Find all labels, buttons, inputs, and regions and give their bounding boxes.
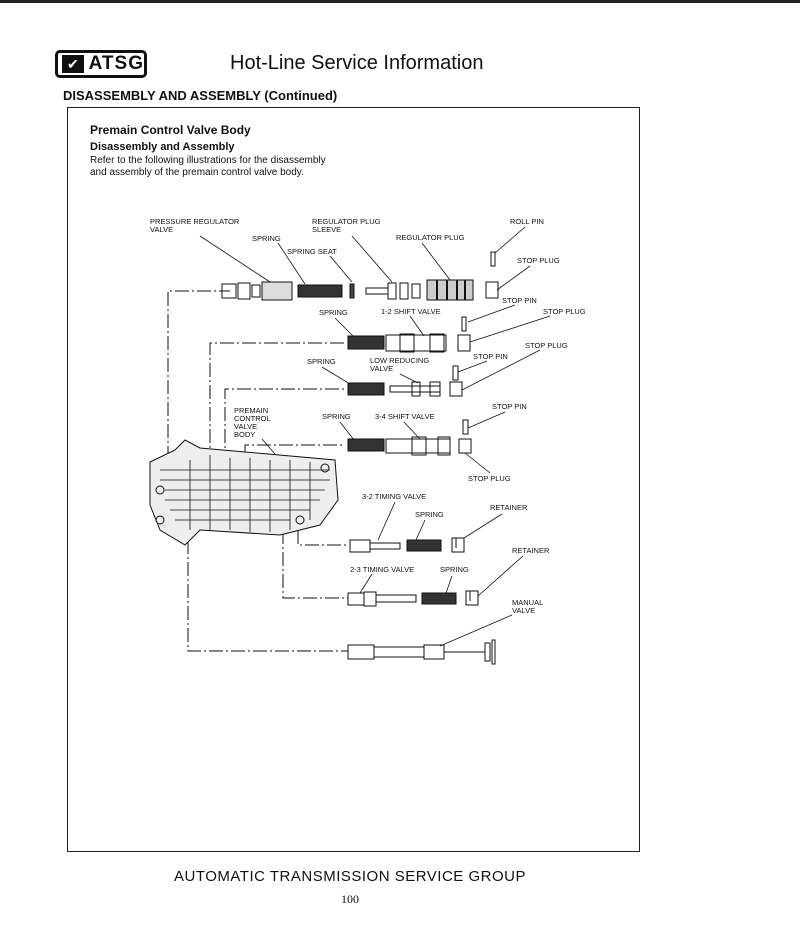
- label-premain-control-valve-body: BODY: [234, 430, 255, 439]
- timing-valve-2-3: [347, 591, 417, 607]
- spring: [297, 284, 343, 298]
- label-spring-seat: SPRING SEAT: [287, 247, 337, 256]
- label-spring: SPRING: [307, 357, 336, 366]
- low-reducing-valve: [389, 381, 441, 397]
- label-stop-pin: STOP PIN: [473, 352, 508, 361]
- regulator-plug: [426, 279, 474, 301]
- label-spring: SPRING: [415, 510, 444, 519]
- shift-valve-1-2: [385, 333, 447, 353]
- label-3-4-shift-valve: 3-4 SHIFT VALVE: [375, 412, 435, 421]
- spring-seat: [349, 283, 355, 299]
- label-manual-valve: VALVE: [512, 606, 535, 615]
- spring: [347, 335, 385, 350]
- manual-valve: [347, 639, 496, 665]
- checkmark-icon: ✔: [62, 55, 84, 73]
- roll-pin: [490, 251, 496, 267]
- label-premain-control-valve-body: VALVE: [234, 422, 257, 431]
- leader-lines: [167, 290, 348, 652]
- page-title: Hot-Line Service Information: [230, 52, 484, 74]
- spring: [421, 592, 457, 605]
- figure-box: [67, 107, 640, 852]
- label-stop-plug: STOP PLUG: [517, 256, 560, 265]
- label-stop-plug: STOP PLUG: [543, 307, 586, 316]
- pointer-lines: [199, 226, 551, 647]
- spring: [347, 382, 385, 396]
- figure-description: Refer to the following illustrations for…: [90, 155, 390, 179]
- description-line: and assembly of the premain control valv…: [90, 167, 304, 178]
- footer-org: AUTOMATIC TRANSMISSION SERVICE GROUP: [174, 868, 526, 885]
- label-3-2-timing-valve: 3-2 TIMING VALVE: [362, 492, 426, 501]
- stop-pin: [452, 365, 459, 381]
- shift-valve-3-4: [385, 436, 451, 456]
- retainer: [465, 590, 479, 606]
- label-spring: SPRING: [319, 308, 348, 317]
- stop-pin: [462, 419, 469, 435]
- label-stop-pin: STOP PIN: [502, 296, 537, 305]
- figure-heading: Premain Control Valve Body: [90, 123, 251, 137]
- label-premain-control-valve-body: CONTROL: [234, 414, 271, 423]
- label-spring: SPRING: [252, 234, 281, 243]
- spring: [347, 438, 385, 452]
- label-2-3-timing-valve: 2-3 TIMING VALVE: [350, 565, 414, 574]
- stop-plug: [457, 334, 471, 352]
- label-retainer: RETAINER: [512, 546, 550, 555]
- logo-text: ATSG: [88, 53, 144, 74]
- label-pressure-regulator-valve: PRESSURE REGULATOR: [150, 217, 240, 226]
- label-regulator-plug-sleeve: SLEEVE: [312, 225, 341, 234]
- label-pressure-regulator-valve: VALVE: [150, 225, 173, 234]
- label-regulator-plug: REGULATOR PLUG: [396, 233, 465, 242]
- label-low-reducing-valve: LOW REDUCING: [370, 356, 429, 365]
- section-heading: DISASSEMBLY AND ASSEMBLY (Continued): [63, 88, 338, 103]
- label-stop-pin: STOP PIN: [492, 402, 527, 411]
- label-regulator-plug-sleeve: REGULATOR PLUG: [312, 217, 381, 226]
- label-stop-plug: STOP PLUG: [468, 474, 511, 483]
- label-manual-valve: MANUAL: [512, 598, 543, 607]
- label-roll-pin: ROLL PIN: [510, 217, 544, 226]
- label-premain-control-valve-body: PREMAIN: [234, 406, 268, 415]
- pressure-regulator-valve: [221, 281, 293, 301]
- atsg-logo: ✔ATSG: [55, 50, 147, 78]
- label-1-2-shift-valve: 1-2 SHIFT VALVE: [381, 307, 441, 316]
- part-labels: PRESSURE REGULATOR VALVE SPRING REGULATO…: [150, 217, 586, 615]
- stop-plug: [458, 438, 472, 454]
- label-spring: SPRING: [322, 412, 351, 421]
- retainer: [451, 537, 465, 553]
- stop-plug: [485, 281, 499, 299]
- premain-valve-body: [149, 439, 339, 546]
- label-spring: SPRING: [440, 565, 469, 574]
- figure-subheading: Disassembly and Assembly: [90, 141, 235, 153]
- label-retainer: RETAINER: [490, 503, 528, 512]
- spring: [406, 539, 442, 552]
- regulator-plug-sleeve: [365, 282, 421, 300]
- page-number: 100: [341, 892, 359, 906]
- stop-pin: [461, 316, 467, 332]
- top-border: [0, 0, 800, 3]
- description-line: Refer to the following illustrations for…: [90, 155, 326, 166]
- label-stop-plug: STOP PLUG: [525, 341, 568, 350]
- timing-valve-3-2: [349, 539, 401, 553]
- stop-plug: [449, 381, 463, 397]
- label-low-reducing-valve: VALVE: [370, 364, 393, 373]
